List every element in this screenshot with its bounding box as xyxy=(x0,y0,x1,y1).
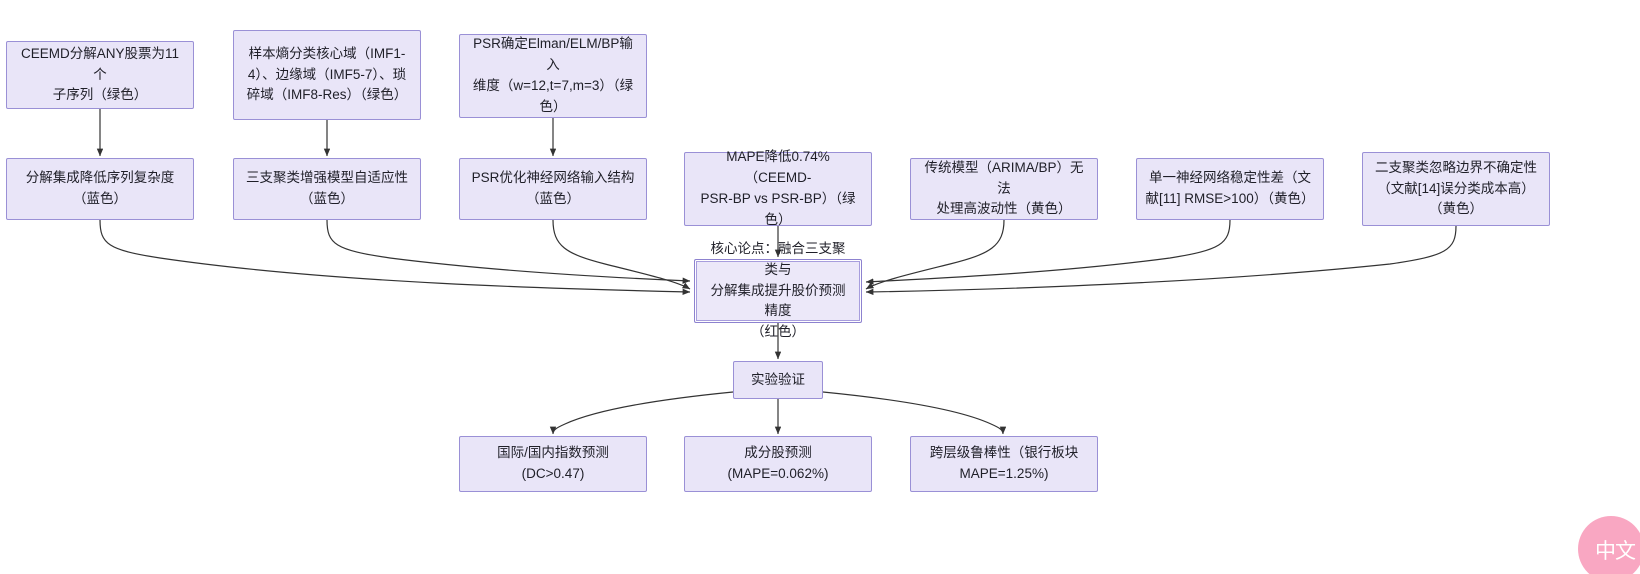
node-index-forecast-result[interactable]: 国际/国内指数预测 (DC>0.47) xyxy=(459,436,647,492)
node-label: 三支聚类增强模型自适应性 （蓝色） xyxy=(246,170,408,206)
node-decomposition-complexity[interactable]: 分解集成降低序列复杂度 （蓝色） xyxy=(6,158,194,220)
node-mape-reduction[interactable]: MAPE降低0.74%（CEEMD- PSR-BP vs PSR-BP）（绿 色… xyxy=(684,149,872,227)
node-label: 二支聚类忽略边界不确定性 （文献[14]误分类成本高） （黄色） xyxy=(1375,159,1537,217)
watermark-badge: 中文 xyxy=(1578,516,1640,574)
node-single-network-instability[interactable]: 单一神经网络稳定性差（文 献[11] RMSE>100）（黄色） xyxy=(1136,158,1324,220)
node-three-way-clustering-adaptivity[interactable]: 三支聚类增强模型自适应性 （蓝色） xyxy=(233,158,421,220)
node-label: 分解集成降低序列复杂度 （蓝色） xyxy=(25,170,175,206)
edge-threeway-to-core xyxy=(326,219,691,284)
node-label: 成分股预测 (MAPE=0.062%) xyxy=(727,445,829,481)
node-label: 国际/国内指数预测 (DC>0.47) xyxy=(497,445,609,481)
node-label: 核心论点：融合三支聚类与 分解集成提升股价预测精度 （红色） xyxy=(710,240,846,340)
edge-twoway-to-core xyxy=(865,225,1457,296)
node-traditional-model-limitation[interactable]: 传统模型（ARIMA/BP）无法 处理高波动性（黄色） xyxy=(910,158,1098,220)
node-psr-input-dimension[interactable]: PSR确定Elman/ELM/BP输入 维度（w=12,t=7,m=3）（绿 色… xyxy=(459,34,647,118)
node-label: PSR确定Elman/ELM/BP输入 维度（w=12,t=7,m=3）（绿 色… xyxy=(472,36,634,114)
node-core-claim[interactable]: 核心论点：融合三支聚类与 分解集成提升股价预测精度 （红色） xyxy=(694,241,862,339)
node-psr-network-structure[interactable]: PSR优化神经网络输入结构 （蓝色） xyxy=(459,158,647,220)
node-sample-entropy-classification[interactable]: 样本熵分类核心域（IMF1- 4）、边缘域（IMF5-7）、琐 碎域（IMF8-… xyxy=(233,30,421,120)
node-label: 单一神经网络稳定性差（文 献[11] RMSE>100）（黄色） xyxy=(1145,170,1315,206)
node-label: 传统模型（ARIMA/BP）无法 处理高波动性（黄色） xyxy=(924,159,1084,217)
edge-traditional-to-core xyxy=(865,219,1005,290)
edge-experiment-to-index xyxy=(549,391,734,435)
edge-psrstructure-to-core xyxy=(552,219,691,290)
node-experiment-verification[interactable]: 实验验证 xyxy=(733,361,823,399)
node-label: MAPE降低0.74%（CEEMD- PSR-BP vs PSR-BP）（绿 色… xyxy=(700,149,856,227)
node-two-way-clustering-limitation[interactable]: 二支聚类忽略边界不确定性 （文献[14]误分类成本高） （黄色） xyxy=(1362,152,1550,226)
edge-experiment-to-robust xyxy=(822,391,1007,435)
node-label: 样本熵分类核心域（IMF1- 4）、边缘域（IMF5-7）、琐 碎域（IMF8-… xyxy=(246,45,408,103)
node-cross-level-robustness-result[interactable]: 跨层级鲁棒性（银行板块 MAPE=1.25%) xyxy=(910,436,1098,492)
node-ceemd-decomposition[interactable]: CEEMD分解ANY股票为11个 子序列（绿色） xyxy=(6,41,194,109)
edge-decomp-to-core xyxy=(99,219,691,296)
watermark-text: 中文 xyxy=(1595,539,1636,563)
edge-singlenn-to-core xyxy=(865,219,1231,285)
node-label: 跨层级鲁棒性（银行板块 MAPE=1.25%) xyxy=(929,445,1079,481)
node-label: PSR优化神经网络输入结构 （蓝色） xyxy=(471,170,635,206)
node-label: 实验验证 xyxy=(751,371,805,387)
node-label: CEEMD分解ANY股票为11个 子序列（绿色） xyxy=(20,45,180,103)
node-component-stock-result[interactable]: 成分股预测 (MAPE=0.062%) xyxy=(684,436,872,492)
